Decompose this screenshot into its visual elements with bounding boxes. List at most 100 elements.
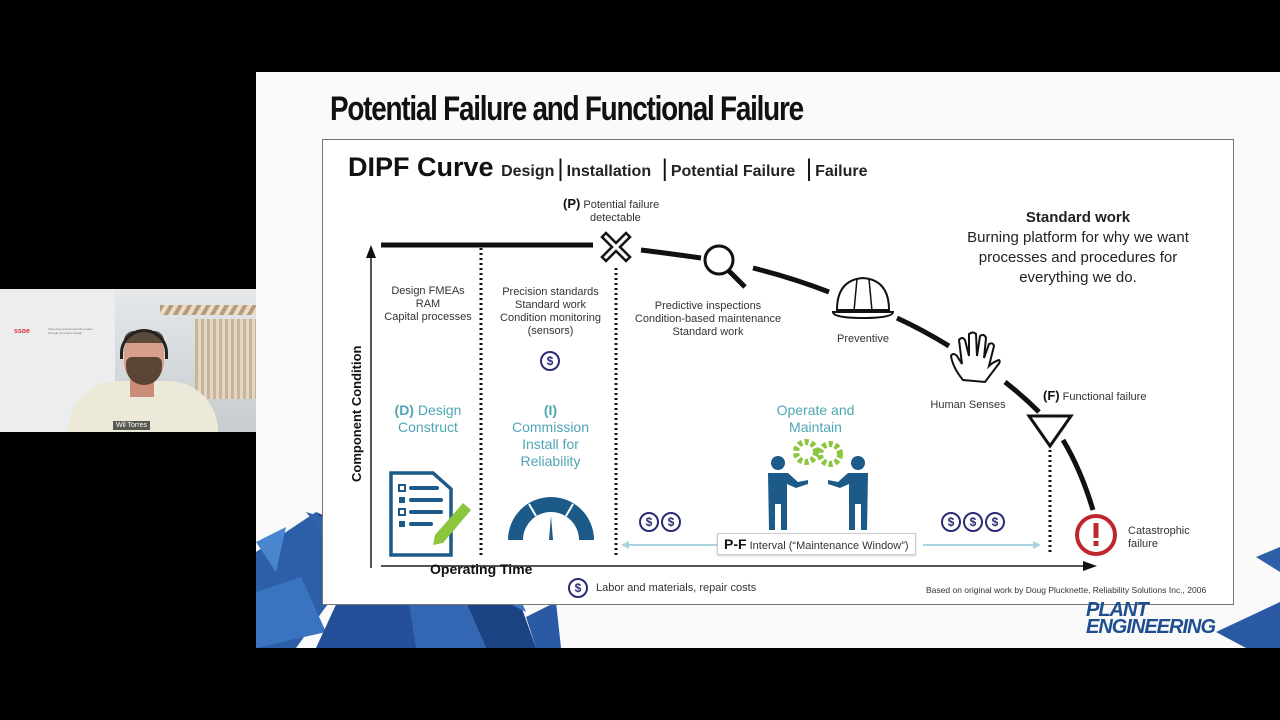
dollar-icon: $: [661, 512, 681, 532]
install-activities: Precision standards Standard work Condit…: [488, 286, 613, 338]
catastrophic-line: failure: [1128, 538, 1158, 550]
gauge-icon: [508, 497, 594, 540]
p-text-line1: Potential failure: [583, 199, 660, 211]
operate-phase-label: Operate and Maintain: [753, 402, 878, 436]
x-axis-arrowhead: [1083, 561, 1097, 571]
shared-slide: Potential Failure and Functional Failure…: [256, 72, 1280, 648]
phase-label-line: Install for: [522, 436, 579, 452]
dollar-icon: $: [963, 512, 983, 532]
functional-failure-label: (F) Functional failure: [1043, 389, 1146, 404]
f-text: Functional failure: [1062, 391, 1147, 403]
people-gears-icon: [768, 439, 868, 530]
phase-label-line: Construct: [398, 419, 458, 435]
hard-hat-icon: [831, 276, 895, 320]
activity-item: (sensors): [527, 325, 574, 337]
legend-text: Labor and materials, repair costs: [596, 582, 757, 594]
pf-bold: P-F: [724, 536, 747, 552]
p-point-label: (P) Potential failure detectable: [563, 197, 659, 225]
operate-activities: Predictive inspections Condition-based m…: [623, 300, 793, 339]
p-marker: (P): [563, 196, 581, 211]
participant-person: [68, 329, 218, 432]
f-marker: (F): [1043, 388, 1060, 403]
p-text-line2: detectable: [590, 212, 641, 224]
video-wall-slats: [195, 319, 256, 399]
phase-label-line: Design: [417, 402, 462, 418]
dollar-icon: $: [941, 512, 961, 532]
background-logo: ssoe: [14, 328, 30, 335]
headset-icon: [120, 329, 168, 359]
source-credit: Based on original work by Doug Plucknett…: [926, 585, 1207, 595]
activity-item: Condition monitoring: [500, 312, 601, 324]
dollar-icon: $: [985, 512, 1005, 532]
subtitle-potential-failure: Potential Failure: [670, 163, 796, 180]
pf-text: Interval (“Maintenance Window”): [749, 540, 909, 552]
phase-label-line: Maintain: [789, 419, 842, 435]
standard-work-note: Standard work Burning platform for why w…: [933, 208, 1223, 288]
curve-segment-preventive-to-senses: [895, 315, 951, 349]
plant-engineering-logo: PLANT ENGINEERING: [1086, 599, 1216, 638]
activity-item: Capital processes: [384, 311, 472, 323]
slide-title: Potential Failure and Functional Failure: [330, 90, 804, 128]
pf-right-costs: $ $ $: [941, 512, 1005, 532]
dipf-diagram-panel: DIPF Curve Design|Installation |Potentia…: [322, 139, 1234, 605]
activity-item: Standard work: [515, 299, 586, 311]
dipf-title: DIPF Curve: [348, 152, 494, 182]
pf-left-costs: $ $: [639, 512, 681, 532]
phase-label-line: Reliability: [520, 453, 581, 469]
standard-work-line: processes and procedures for: [978, 249, 1178, 266]
participant-video[interactable]: ssoe delivering exceptional client value…: [0, 289, 256, 432]
activity-item: Precision standards: [502, 286, 599, 298]
dipf-curve-graphic: [366, 231, 1117, 571]
video-ceiling-slats: [160, 305, 256, 315]
pf-interval-label: P-F Interval (“Maintenance Window”): [717, 533, 916, 555]
phase-label-line: Operate and: [776, 402, 855, 418]
design-activities: Design FMEAs RAM Capital processes: [383, 285, 473, 324]
subtitle-failure: Failure: [815, 163, 868, 180]
cost-legend: $ Labor and materials, repair costs: [568, 578, 756, 598]
curve-segment-p-to-inspection: [640, 247, 702, 261]
install-cost-icon: $: [540, 351, 560, 371]
dollar-icon: $: [639, 512, 659, 532]
activity-item: Condition-based maintenance: [634, 313, 782, 325]
dipf-title-row: DIPF Curve Design|Installation |Potentia…: [348, 152, 868, 183]
functional-failure-triangle-icon: [1026, 414, 1074, 449]
catastrophic-line: Catastrophic: [1128, 525, 1190, 537]
standard-work-line: everything we do.: [1019, 269, 1137, 286]
magnifier-icon: [703, 244, 747, 289]
install-phase-label: (I) Commission Install for Reliability: [493, 402, 608, 470]
activity-item: RAM: [415, 298, 441, 310]
design-phase-label: (D) Design Construct: [383, 402, 473, 436]
potential-failure-x-icon: [600, 231, 632, 263]
hand-icon: [949, 331, 1001, 384]
catastrophic-failure-label: Catastrophic failure: [1128, 525, 1190, 551]
y-axis-arrowhead: [366, 245, 376, 258]
preventive-label: Preventive: [837, 333, 889, 345]
subtitle-design: Design: [501, 163, 555, 180]
subtitle-installation: Installation: [566, 163, 652, 180]
phase-marker: (D): [394, 402, 414, 418]
curve-segment-inspection-to-preventive: [752, 265, 830, 295]
curve-segment-senses-to-f: [1003, 380, 1041, 414]
activity-item: Predictive inspections: [654, 300, 762, 312]
phase-label-line: Commission: [511, 419, 589, 435]
dollar-icon: $: [540, 351, 560, 371]
human-senses-label: Human Senses: [930, 399, 1006, 411]
catastrophic-failure-icon: [1075, 514, 1117, 556]
background-tagline: delivering exceptional client value thro…: [48, 327, 93, 335]
subtitle-separator: |: [661, 155, 668, 182]
pf-interval-left-arrowhead: [621, 541, 629, 549]
standard-work-heading: Standard work: [1025, 209, 1131, 226]
standard-work-line: Burning platform for why we want: [967, 229, 1189, 246]
participant-name-tag: Wil Torres: [113, 421, 150, 430]
x-axis-label: Operating Time: [430, 561, 533, 577]
activity-item: Design FMEAs: [391, 285, 465, 297]
activity-item: Standard work: [672, 326, 744, 338]
curve-segment-f-to-catastrophic: [1060, 438, 1096, 511]
y-axis-label: Component Condition: [349, 345, 364, 482]
pf-interval-right-arrowhead: [1033, 541, 1041, 549]
document-pencil-icon: [389, 471, 471, 557]
subtitle-separator: |: [557, 155, 564, 182]
subtitle-separator: |: [805, 155, 813, 182]
phase-marker: (I): [543, 402, 558, 418]
